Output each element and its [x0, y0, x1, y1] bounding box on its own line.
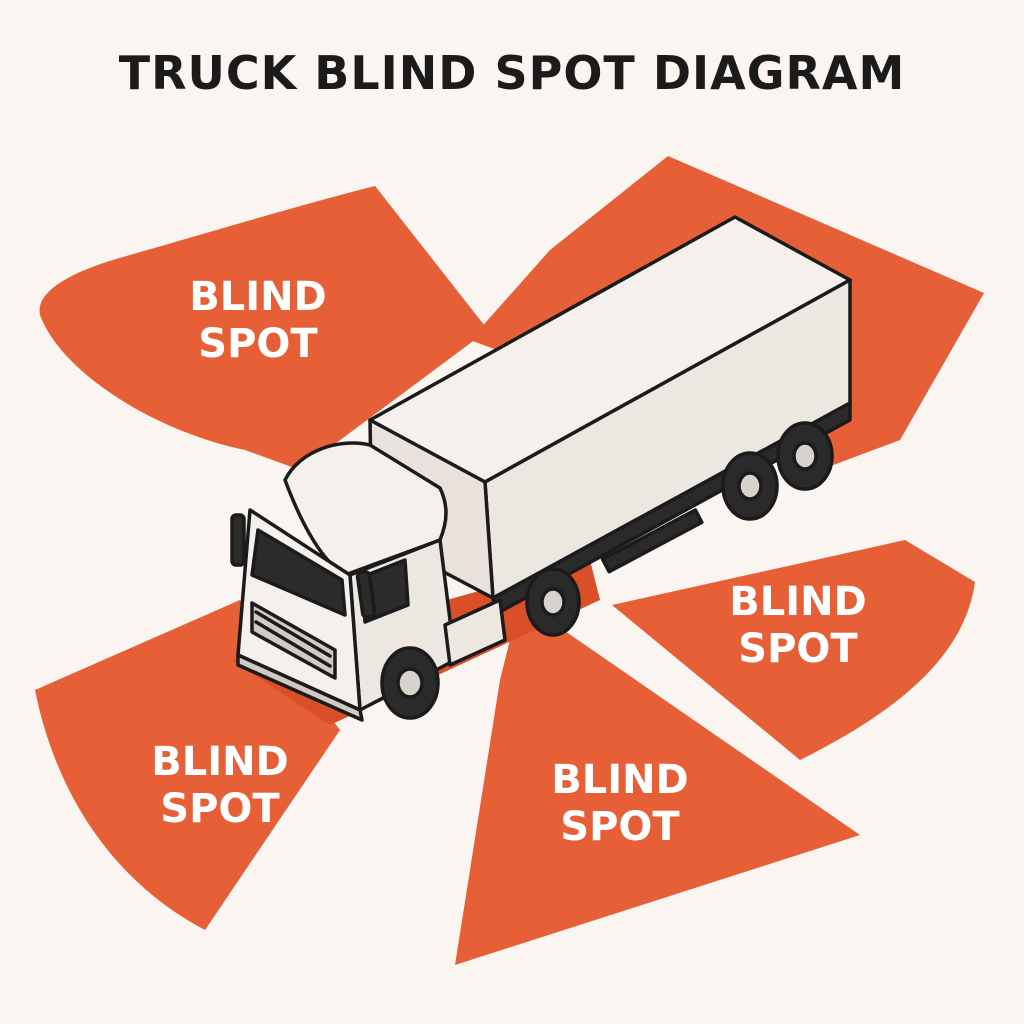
svg-text:BLIND: BLIND	[151, 739, 289, 785]
svg-text:BLIND: BLIND	[729, 579, 867, 625]
page-title: TRUCK BLIND SPOT DIAGRAM	[118, 46, 906, 100]
trailer-wheels	[721, 421, 834, 521]
svg-text:BLIND: BLIND	[189, 274, 327, 320]
svg-text:SPOT: SPOT	[560, 804, 680, 850]
zone-label-front-left: BLIND SPOT	[189, 274, 327, 367]
svg-text:SPOT: SPOT	[738, 626, 858, 672]
zone-label-front-bottom: BLIND SPOT	[551, 757, 689, 850]
semi-truck-icon	[230, 215, 852, 722]
svg-text:SPOT: SPOT	[160, 786, 280, 832]
cab-wheels	[380, 567, 581, 720]
zone-label-right-side: BLIND SPOT	[729, 579, 867, 672]
blind-zone-front-left	[39, 186, 489, 470]
blind-zone-right-side	[612, 540, 975, 760]
blind-zone-left-front	[35, 600, 340, 930]
blind-zone-front-bottom	[455, 600, 860, 965]
cab	[230, 441, 507, 722]
zone-label-left-front: BLIND SPOT	[151, 739, 289, 832]
svg-text:SPOT: SPOT	[198, 321, 318, 367]
svg-text:BLIND: BLIND	[551, 757, 689, 803]
trailer	[368, 215, 852, 616]
